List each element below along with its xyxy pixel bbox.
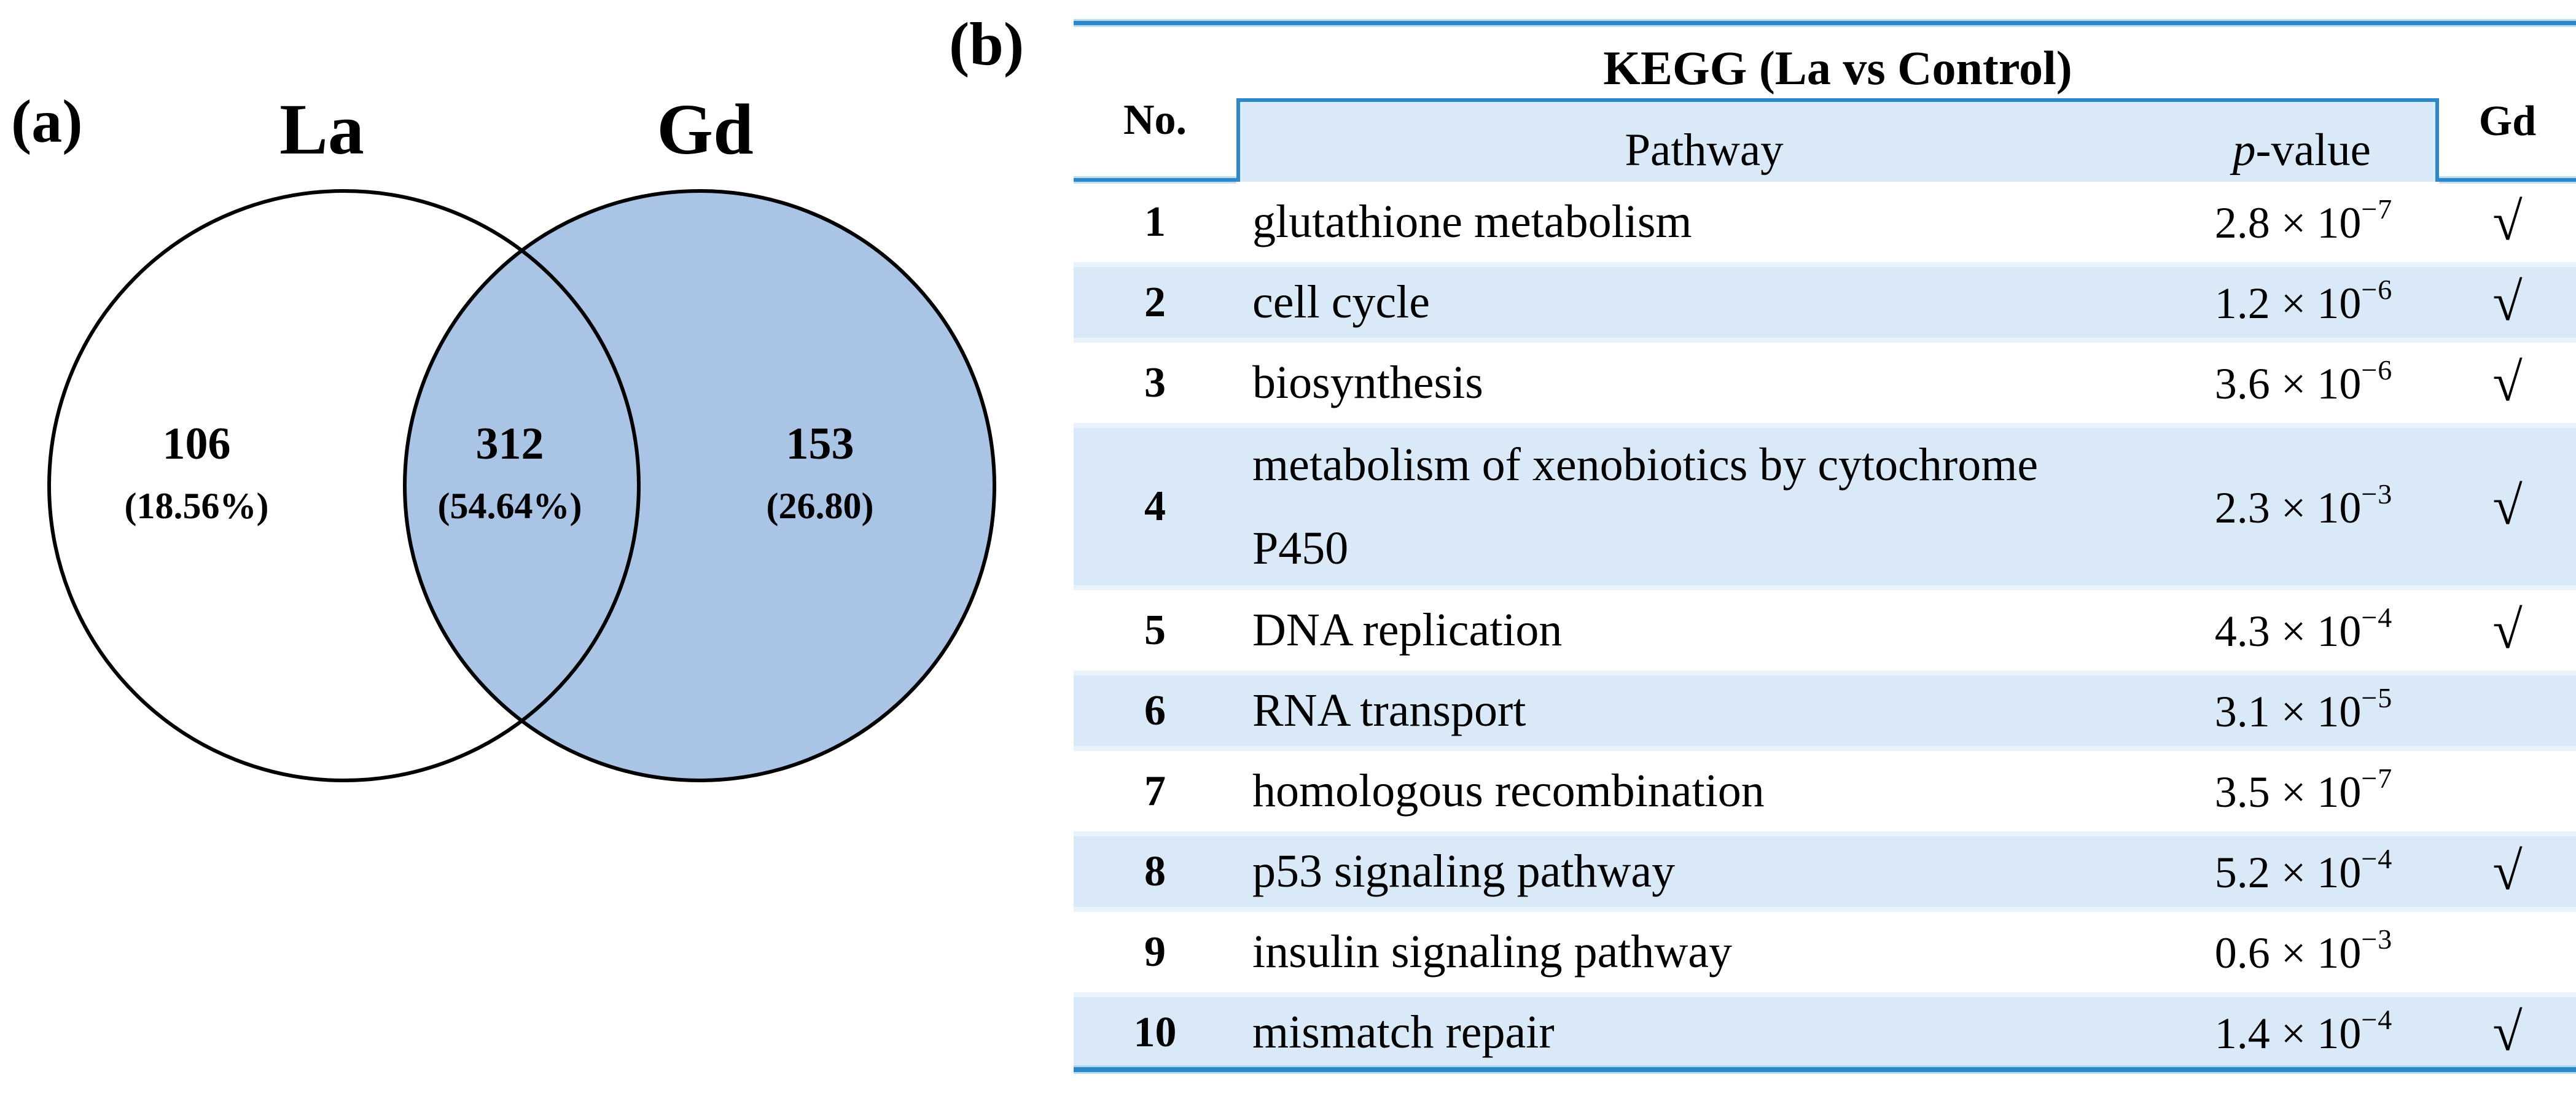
venn-gd-circle bbox=[403, 189, 996, 782]
gd-check: √ bbox=[2492, 600, 2523, 660]
pvalue-rest: -value bbox=[2255, 124, 2371, 176]
venn-gd-count: 153 bbox=[786, 419, 854, 469]
pvalue-exponent: −4 bbox=[2361, 1004, 2393, 1035]
pathway-cell: RNA transport bbox=[1252, 684, 1526, 736]
panel-a-label: (a) bbox=[11, 87, 83, 155]
table-top-rule bbox=[1074, 21, 2576, 25]
venn-la-count: 106 bbox=[162, 419, 231, 469]
pvalue-cell: 4.3 × 10−4 bbox=[2168, 604, 2439, 656]
column-header-pvalue: p-value bbox=[2168, 111, 2435, 173]
pvalue-base: 2.8 × 10 bbox=[2214, 198, 2362, 247]
pvalue-exponent: −5 bbox=[2361, 682, 2393, 713]
table-title: KEGG (La vs Control) bbox=[1603, 41, 2072, 95]
row-number: 8 bbox=[1144, 847, 1166, 895]
pvalue-exponent: −6 bbox=[2361, 354, 2393, 386]
column-header-gd: Gd bbox=[2478, 98, 2537, 145]
table-bottom-rule bbox=[1074, 1067, 2576, 1072]
pvalue-base: 3.6 × 10 bbox=[2214, 359, 2362, 408]
venn-la-label: La bbox=[279, 89, 364, 169]
gd-check: √ bbox=[2492, 1002, 2523, 1062]
venn-la-circle bbox=[47, 189, 641, 782]
table-body: 1 glutathione metabolism 2.8 × 10−7 √ 2 … bbox=[1074, 182, 2576, 1073]
venn-overlap-count: 312 bbox=[475, 419, 544, 469]
pvalue-cell: 3.6 × 10−6 bbox=[2168, 356, 2439, 408]
pvalue-cell: 1.4 × 10−4 bbox=[2168, 1006, 2439, 1058]
pvalue-cell: 3.1 × 10−5 bbox=[2168, 684, 2439, 736]
pvalue-cell: 5.2 × 10−4 bbox=[2168, 845, 2439, 897]
table-row: 2 cell cycle 1.2 × 10−6 √ bbox=[1074, 262, 2576, 343]
pvalue-cell: 1.2 × 10−6 bbox=[2168, 276, 2439, 328]
gd-check: √ bbox=[2492, 476, 2523, 536]
pvalue-base: 5.2 × 10 bbox=[2214, 848, 2362, 897]
venn-diagram bbox=[47, 189, 996, 782]
table-row: 7 homologous recombination 3.5 × 10−7 bbox=[1074, 751, 2576, 831]
pathway-cell: p53 signaling pathway bbox=[1252, 845, 1676, 897]
table-row: 8 p53 signaling pathway 5.2 × 10−4 √ bbox=[1074, 831, 2576, 912]
venn-gd-label: Gd bbox=[657, 89, 754, 169]
row-number: 6 bbox=[1144, 686, 1166, 734]
row-number: 1 bbox=[1144, 198, 1166, 246]
pvalue-exponent: −7 bbox=[2361, 193, 2393, 225]
pathway-cell: metabolism of xenobiotics by cytochrome … bbox=[1236, 423, 2168, 590]
pathway-cell: DNA replication bbox=[1252, 604, 1563, 656]
pvalue-base: 1.4 × 10 bbox=[2214, 1009, 2362, 1058]
pvalue-cell: 0.6 × 10−3 bbox=[2168, 925, 2439, 978]
row-number: 7 bbox=[1144, 767, 1166, 815]
table-row: 1 glutathione metabolism 2.8 × 10−7 √ bbox=[1074, 182, 2576, 262]
table-row: 9 insulin signaling pathway 0.6 × 10−3 bbox=[1074, 912, 2576, 992]
pvalue-italic-p: p bbox=[2233, 124, 2256, 176]
pvalue-base: 1.2 × 10 bbox=[2214, 279, 2362, 328]
pvalue-exponent: −3 bbox=[2361, 923, 2393, 955]
gd-check: √ bbox=[2492, 841, 2523, 901]
pvalue-base: 0.6 × 10 bbox=[2214, 928, 2362, 978]
panel-b-label: (b) bbox=[949, 10, 1025, 78]
pvalue-exponent: −4 bbox=[2361, 602, 2393, 633]
row-number: 10 bbox=[1133, 1008, 1177, 1056]
pvalue-exponent: −6 bbox=[2361, 274, 2393, 305]
pvalue-cell: 2.8 × 10−7 bbox=[2168, 195, 2439, 247]
row-number: 4 bbox=[1144, 483, 1166, 530]
pvalue-base: 2.3 × 10 bbox=[2214, 483, 2362, 532]
pathway-cell: biosynthesis bbox=[1252, 356, 1483, 408]
pvalue-base: 3.1 × 10 bbox=[2214, 687, 2362, 736]
venn-la-percent: (18.56%) bbox=[124, 486, 269, 526]
table-row: 3 biosynthesis 3.6 × 10−6 √ bbox=[1074, 343, 2576, 423]
pvalue-exponent: −7 bbox=[2361, 763, 2393, 794]
pathway-cell: insulin signaling pathway bbox=[1252, 925, 1733, 978]
row-number: 9 bbox=[1144, 928, 1166, 976]
pathway-cell: homologous recombination bbox=[1252, 764, 1765, 817]
gd-check: √ bbox=[2492, 192, 2523, 252]
gd-check: √ bbox=[2492, 352, 2523, 413]
table-row: 4 metabolism of xenobiotics by cytochrom… bbox=[1074, 423, 2576, 590]
row-number: 2 bbox=[1144, 278, 1166, 326]
table-row: 6 RNA transport 3.1 × 10−5 bbox=[1074, 671, 2576, 751]
row-number: 5 bbox=[1144, 606, 1166, 654]
venn-overlap-percent: (54.64%) bbox=[437, 486, 582, 526]
pvalue-exponent: −3 bbox=[2361, 478, 2393, 510]
pathway-cell: cell cycle bbox=[1252, 276, 1430, 328]
pvalue-exponent: −4 bbox=[2361, 843, 2393, 874]
gd-check: √ bbox=[2492, 272, 2523, 332]
table-row: 5 DNA replication 4.3 × 10−4 √ bbox=[1074, 590, 2576, 671]
pvalue-base: 4.3 × 10 bbox=[2214, 607, 2362, 656]
pathway-cell: mismatch repair bbox=[1252, 1006, 1555, 1058]
header-rule-left bbox=[1074, 178, 1236, 182]
pvalue-base: 3.5 × 10 bbox=[2214, 768, 2362, 817]
pathway-cell: glutathione metabolism bbox=[1252, 195, 1692, 247]
pathway-line-1: metabolism of xenobiotics by cytochrome bbox=[1252, 439, 2039, 491]
pvalue-cell: 3.5 × 10−7 bbox=[2168, 764, 2439, 817]
pvalue-cell: 2.3 × 10−3 bbox=[2168, 480, 2439, 532]
column-header-pathway: Pathway bbox=[1625, 124, 1784, 176]
column-header-no: No. bbox=[1123, 96, 1187, 144]
subheader-box: Pathway p-value bbox=[1236, 98, 2439, 182]
row-number: 3 bbox=[1144, 359, 1166, 406]
venn-gd-percent: (26.80) bbox=[766, 486, 874, 526]
table-row: 10 mismatch repair 1.4 × 10−4 √ bbox=[1074, 992, 2576, 1073]
header-rule-right bbox=[2439, 178, 2576, 182]
pathway-line-2: P450 bbox=[1252, 523, 1349, 574]
